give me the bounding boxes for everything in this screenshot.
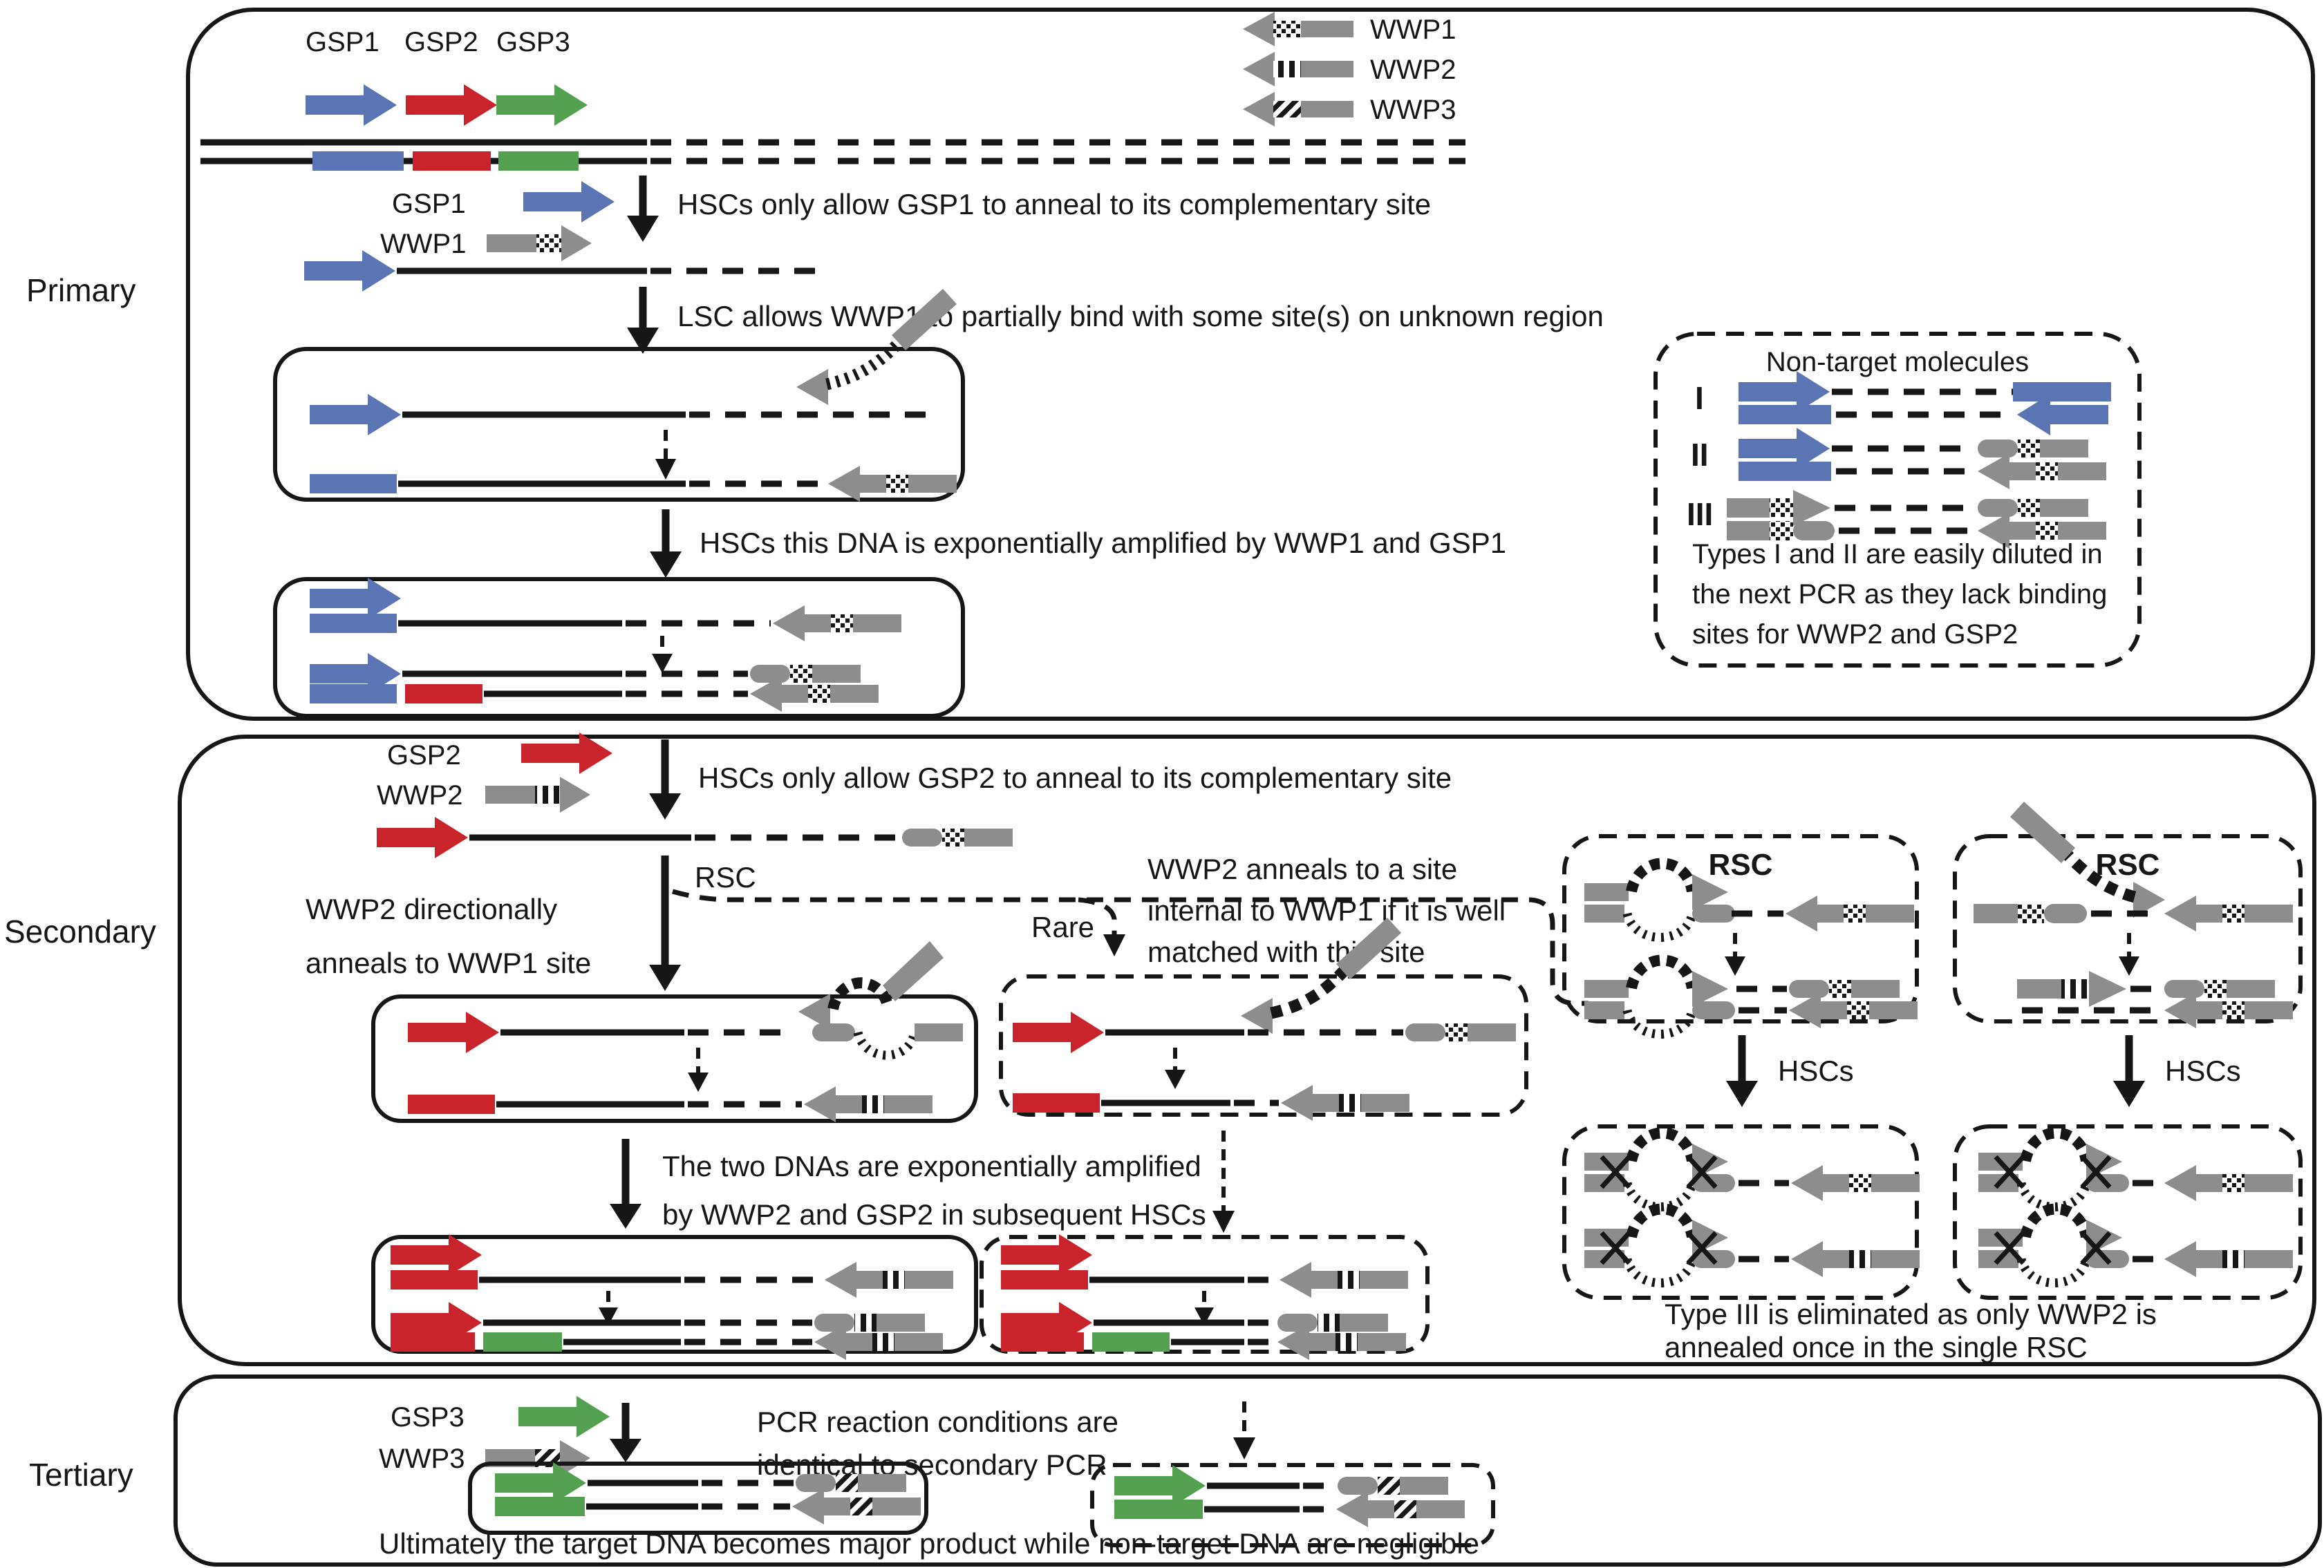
- secondary-amp-arrow: [610, 1139, 641, 1229]
- primary-step1-arrow: [627, 176, 659, 242]
- primary-amplified-box: [273, 577, 965, 718]
- wwp3-primer-arrow: [485, 1440, 590, 1476]
- gsp3-primer-row: GSP3: [391, 1396, 610, 1437]
- wwp1-primer-row: WWP1: [380, 225, 592, 261]
- gsp1-primer-label: GSP1: [392, 189, 466, 219]
- wwp2-primer-row: WWP2: [377, 777, 590, 813]
- wwp1-end-left: [828, 466, 957, 502]
- tertiary-section-box: [174, 1375, 2322, 1567]
- primary-section-box: [186, 8, 2315, 721]
- type3-note-2: annealed once in the single RSC: [1665, 1331, 2088, 1363]
- rsc-box-left-title: RSC: [1709, 848, 1773, 882]
- section-label-secondary: Secondary: [4, 914, 156, 950]
- tertiary-bottom-text: Ultimately the target DNA becomes major …: [379, 1527, 1479, 1560]
- wwp3-arrow-icon: [1243, 92, 1353, 126]
- gsp2-primer-label: GSP2: [387, 740, 461, 771]
- section-label-primary: Primary: [26, 272, 135, 308]
- tertiary-rare-arrow: [1233, 1401, 1255, 1460]
- secondary-amp-text-1: The two DNAs are exponentially amplified: [662, 1150, 1201, 1182]
- gsp1-arrow-icon: [306, 84, 397, 126]
- gsp1-extension-product: [304, 250, 820, 292]
- primary-step3-arrow: [650, 509, 682, 578]
- gsp1-site: [312, 151, 404, 171]
- primary-lsc-box: [273, 289, 965, 502]
- gsp3-arrow-icon: [496, 84, 588, 126]
- genomic-dna: [200, 139, 1465, 171]
- gsp2-arrow-icon: [406, 84, 497, 126]
- hscs-arrow-left: [1726, 1035, 1758, 1107]
- secondary-amplified-box: [371, 1234, 978, 1360]
- rare-amplified-box: [980, 1234, 1430, 1360]
- rare-amp-arrow: [1212, 1131, 1235, 1233]
- wwp2-directional-note-1: WWP2 directionally: [306, 893, 557, 925]
- rsc-box-right: RSC: [1953, 802, 2303, 1028]
- secondary-step1-arrow: [649, 739, 681, 820]
- rare-note-1: WWP2 anneals to a site: [1147, 853, 1457, 885]
- type-iii-label: III: [1687, 496, 1713, 532]
- gsp2-site: [413, 151, 491, 171]
- type-i-label: I: [1695, 380, 1704, 416]
- wwp3-legend-label: WWP3: [1370, 95, 1456, 125]
- primary-step2-text: LSC allows WWP1 to partially bind with s…: [677, 300, 1604, 332]
- rare-branch-arrow: [1078, 897, 1125, 956]
- type3-eliminated-box-left: [1562, 1124, 1920, 1300]
- rare-note-2: internal to WWP1 if it is well: [1147, 894, 1506, 927]
- primary-step3-text: HSCs this DNA is exponentially amplified…: [700, 527, 1506, 559]
- gsp3-site: [498, 151, 579, 171]
- non-target-caption-2: the next PCR as they lack binding: [1692, 579, 2107, 610]
- tertiary-target-box: [468, 1462, 928, 1535]
- rsc-box-right-title: RSC: [2096, 848, 2160, 882]
- non-target-title: Non-target molecules: [1766, 347, 2029, 377]
- primary-step2-arrow: [627, 287, 659, 354]
- gsp2-label: GSP2: [404, 27, 478, 57]
- rare-label: Rare: [1031, 911, 1094, 943]
- type3-eliminated-box-right: [1953, 1124, 2303, 1300]
- gsp3-primer-label: GSP3: [391, 1402, 465, 1433]
- wwp3-primer-label: WWP3: [379, 1444, 465, 1474]
- secondary-amp-text-2: by WWP2 and GSP2 in subsequent HSCs: [662, 1198, 1206, 1231]
- rsc-label: RSC: [695, 861, 756, 894]
- section-label-tertiary: Tertiary: [29, 1457, 133, 1493]
- hscs-label-right: HSCs: [2165, 1055, 2241, 1087]
- non-target-panel: Non-target molecules I II III Types I an…: [1653, 332, 2142, 668]
- wwp2-directional-note-2: anneals to WWP1 site: [306, 947, 591, 979]
- rare-product-box: [999, 918, 1528, 1121]
- non-target-caption-3: sites for WWP2 and GSP2: [1692, 619, 2018, 650]
- gsp2-extension-product: [377, 817, 1013, 858]
- hscs-label-left: HSCs: [1778, 1055, 1854, 1087]
- gsp1-primer-row: GSP1: [392, 181, 615, 223]
- non-target-caption-1: Types I and II are easily diluted in: [1692, 539, 2103, 569]
- tertiary-step-arrow: [610, 1403, 641, 1462]
- wwp1-legend-label: WWP1: [1370, 15, 1456, 45]
- gsp-primer-header: GSP1 GSP2 GSP3: [306, 27, 588, 126]
- tertiary-rare-box: [1090, 1463, 1495, 1547]
- gsp1-primer-arrow: [523, 181, 615, 223]
- type-ii-label: II: [1691, 437, 1709, 473]
- secondary-step1-text: HSCs only allow GSP2 to anneal to its co…: [698, 762, 1452, 794]
- wwp-primer-legend: WWP1 WWP2 WWP3: [1243, 12, 1456, 126]
- wwp3-primer-row: WWP3: [379, 1440, 590, 1476]
- rsc-branch-connector: [672, 889, 1589, 1006]
- secondary-rsc-arrow: [649, 856, 681, 991]
- primary-step1-text: HSCs only allow GSP1 to anneal to its co…: [677, 188, 1431, 220]
- wwp1-primer-label: WWP1: [380, 229, 466, 259]
- wwp2-primer-label: WWP2: [377, 780, 462, 811]
- wwp2-primer-arrow: [485, 777, 590, 813]
- type3-note-1: Type III is eliminated as only WWP2 is: [1665, 1298, 2157, 1330]
- wwp2-legend-label: WWP2: [1370, 55, 1456, 85]
- secondary-main-product-box: [371, 941, 978, 1123]
- secondary-section-box: [178, 735, 2316, 1366]
- wwp1-primer-arrow: [487, 225, 592, 261]
- wwp2-arrow-icon: [1243, 52, 1353, 86]
- tertiary-note-1: PCR reaction conditions are: [757, 1406, 1118, 1438]
- gsp2-primer-row: GSP2: [387, 733, 612, 774]
- wwp1-arrow-icon: [1243, 12, 1353, 46]
- gsp3-label: GSP3: [496, 27, 570, 57]
- gsp1-label: GSP1: [306, 27, 379, 57]
- gsp3-primer-arrow: [518, 1396, 610, 1437]
- hscs-arrow-right: [2113, 1035, 2145, 1107]
- rsc-box-left: RSC: [1562, 834, 1919, 1035]
